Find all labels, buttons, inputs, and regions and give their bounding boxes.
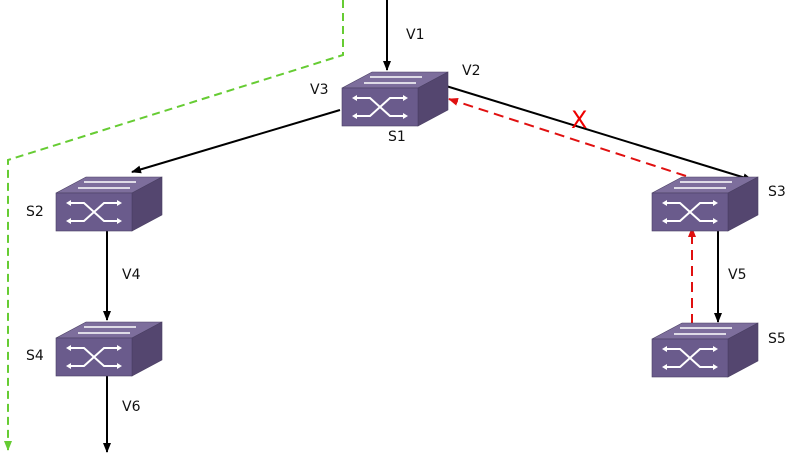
switch-label-s4: S4: [26, 348, 44, 364]
link-label-v6: V6: [122, 399, 141, 415]
switch-label-s5: S5: [768, 331, 786, 347]
link-v3: [131, 109, 341, 174]
blocked-path-s3-s1: [448, 97, 687, 177]
switch-s2-icon: [55, 176, 163, 232]
switch-s5-icon: [651, 322, 759, 378]
switch-label-s1: S1: [388, 129, 406, 145]
link-v2: [432, 81, 753, 182]
switch-s1-icon: [341, 71, 449, 127]
switch-s4-icon: [55, 321, 163, 377]
link-label-v3: V3: [310, 82, 329, 98]
switch-s3-icon: [651, 176, 759, 232]
alternate-path: [4, 0, 344, 451]
link-label-v1: V1: [406, 27, 425, 43]
blocked-marker: X: [571, 106, 588, 134]
switch-label-s2: S2: [26, 204, 44, 220]
link-label-v2: V2: [462, 63, 481, 79]
link-label-v4: V4: [122, 267, 141, 283]
switch-label-s3: S3: [768, 184, 786, 200]
link-label-v5: V5: [728, 267, 747, 283]
